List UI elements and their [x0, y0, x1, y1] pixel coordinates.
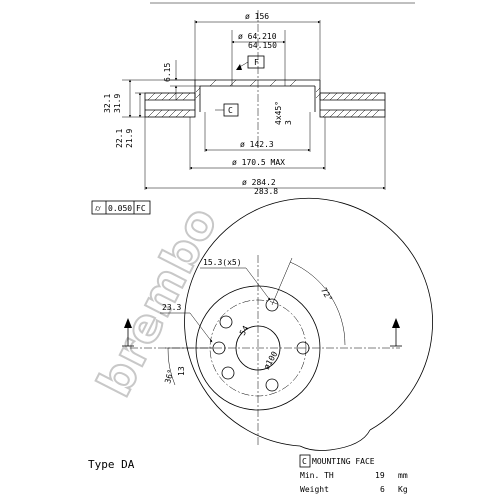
- pcd-54-label: 54: [238, 324, 251, 337]
- chamfer-3-label: 3: [284, 120, 293, 125]
- dim-64-150-label: 64.150: [248, 41, 277, 50]
- svg-text:brembo: brembo: [87, 198, 228, 405]
- tolerance-datum: FC: [136, 204, 146, 213]
- bolt-hole-6: [296, 341, 310, 355]
- weight-value: 6: [380, 485, 385, 494]
- runout-icon: ⌭: [95, 204, 101, 213]
- mount-c-box: [299, 454, 311, 468]
- dim-284-2-label: ø 284.2: [242, 178, 276, 187]
- dim-23-3-label: 23.3: [162, 303, 181, 312]
- dim-156-label: ø 156: [245, 12, 269, 21]
- bolt-hole-2: [219, 315, 233, 329]
- section-view: ø 156 ø 64.210 64.150 F 6.15 32.1 31.9 2…: [91, 2, 415, 215]
- datum-c-label: C: [228, 106, 233, 115]
- angle-36-arc: [167, 347, 176, 386]
- angle-72-arc: [289, 261, 346, 346]
- bolt-hole-5: [265, 378, 279, 392]
- dim-283-8-label: 283.8: [254, 187, 278, 196]
- pcd-100-label: ø100: [262, 350, 280, 371]
- dim-31-9-label: 31.9: [113, 94, 122, 113]
- dim-21-9-label: 21.9: [125, 129, 134, 148]
- mount-c-label: C: [302, 457, 307, 466]
- dim-142-3-label: ø 142.3: [240, 140, 274, 149]
- front-view: 15.3(x5) 72° 23.3 13 36° 54 ø100: [122, 197, 433, 451]
- datum-f-triangle: [236, 64, 242, 70]
- dim-22-1-label: 22.1: [115, 129, 124, 148]
- dim-64-210-label: ø 64.210: [238, 32, 277, 41]
- bolt-hole-1: [265, 298, 279, 312]
- tolerance-frame: ⌭ 0.050 FC: [91, 200, 151, 215]
- weight-unit: Kg: [398, 485, 408, 494]
- datum-f-box: [247, 55, 265, 69]
- angle-36-label: 36°: [163, 368, 175, 384]
- rotor-outer-edge: [184, 197, 433, 447]
- holes-dim-label: 15.3(x5): [203, 258, 242, 267]
- angle-72-label: 72°: [319, 286, 334, 303]
- footer: Type DA C MOUNTING FACE Min. TH 19 mm We…: [88, 454, 408, 494]
- tolerance-value: 0.050: [108, 204, 132, 213]
- dim-6-15-label: 6.15: [163, 63, 172, 82]
- chamfer-label: 4x45°: [274, 101, 283, 125]
- weight-label: Weight: [300, 485, 329, 494]
- min-th-value: 19: [375, 471, 385, 480]
- type-label: Type DA: [88, 458, 135, 471]
- holes-leader: [245, 267, 271, 301]
- min-th-label: Min. TH: [300, 471, 334, 480]
- datum-f-label: F: [254, 58, 259, 67]
- rotor-right: [319, 92, 386, 118]
- rotor-left: [144, 92, 196, 118]
- mounting-face-label: MOUNTING FACE: [312, 457, 375, 466]
- section-hatching: [147, 79, 380, 118]
- dim-170-5-label: ø 170.5 MAX: [232, 158, 285, 167]
- dim-13-label: 13: [177, 366, 186, 376]
- brembo-watermark: brembo: [86, 197, 229, 406]
- dim-32-1-label: 32.1: [103, 94, 112, 113]
- bolt-hole-4: [221, 366, 235, 380]
- rotor-notch: [299, 429, 371, 451]
- min-th-unit: mm: [398, 471, 408, 480]
- angle-72-ray: [271, 257, 293, 306]
